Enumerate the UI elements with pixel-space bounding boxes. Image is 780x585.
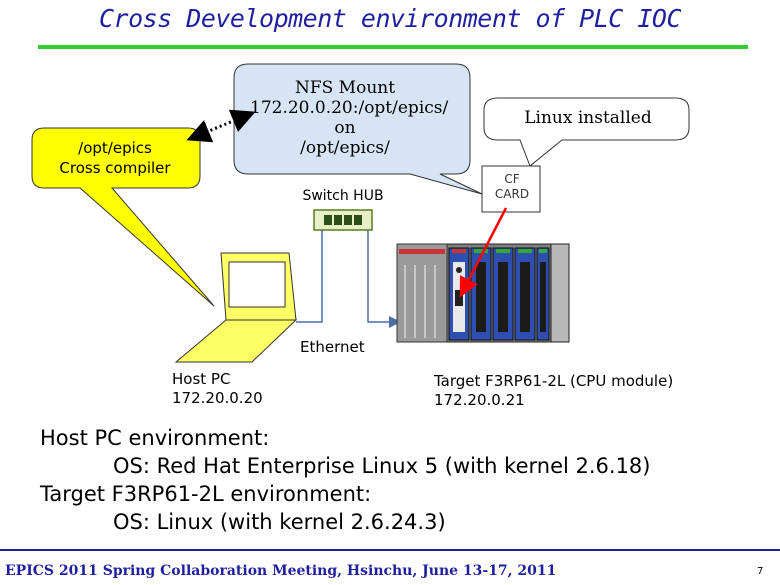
target-env-os: OS: Linux (with kernel 2.6.24.3) [113,510,446,534]
cf-card-line: CARD [494,187,530,201]
cf-card [481,165,541,213]
host-env-os: OS: Red Hat Enterprise Linux 5 (with ker… [113,454,651,478]
nfs-mount-text: NFS Mount 172.20.0.20:/opt/epics/ on /op… [250,78,449,158]
cf-card-arrow [459,207,508,298]
target-ip: 172.20.0.21 [434,391,525,409]
cross-compiler-line: Cross compiler [59,159,171,177]
nfs-dotted-arrow [186,109,256,143]
footer-text: EPICS 2011 Spring Collaboration Meeting,… [5,563,557,579]
host-env-heading: Host PC environment: [40,426,270,450]
nfs-line: on [334,118,356,138]
target-env-heading: Target F3RP61-2L environment: [40,482,372,506]
cf-card-text: CF CARD [484,172,540,202]
cf-card-line: CF [504,172,520,186]
host-pc-name: Host PC [172,370,231,388]
footer-rule [0,549,780,551]
environment-description: Host PC environment: OS: Red Hat Enterpr… [40,424,651,536]
cross-compiler-line: /opt/epics [78,139,152,157]
ethernet-label: Ethernet [300,338,365,356]
switch-hub-label: Switch HUB [302,188,384,204]
host-pc-label: Host PC 172.20.0.20 [172,370,263,408]
linux-installed-text: Linux installed [524,108,652,128]
slide-title: Cross Development environment of PLC IOC [98,4,682,33]
laptop [174,252,298,363]
plc-rack [396,243,570,343]
cross-compiler-text: /opt/epics Cross compiler [40,138,190,178]
linux-installed-callout [483,97,690,167]
nfs-line: NFS Mount [294,78,396,98]
nfs-mount-callout [233,63,483,195]
switch-hub [313,209,373,231]
nfs-line: 172.20.0.20:/opt/epics/ [250,98,449,118]
nfs-line: /opt/epics/ [300,138,390,158]
ethernet-cable-target [367,230,401,328]
title-underline [38,45,748,49]
page-number: 7 [757,566,764,577]
host-pc-ip: 172.20.0.20 [172,389,263,407]
ethernet-cable-host [296,230,323,323]
target-label: Target F3RP61-2L (CPU module) 172.20.0.2… [434,372,673,410]
target-name: Target F3RP61-2L (CPU module) [434,372,674,390]
